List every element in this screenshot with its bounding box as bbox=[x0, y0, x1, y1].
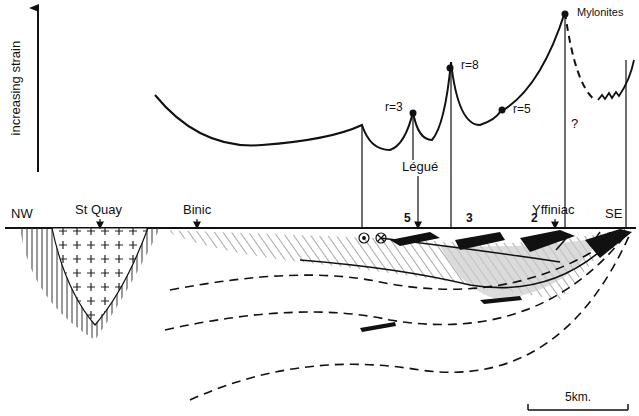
strain-axis bbox=[37, 8, 39, 172]
zone-label: Mylonites bbox=[577, 6, 623, 18]
motion-symbols bbox=[359, 233, 386, 243]
place-label: Binic bbox=[183, 203, 211, 217]
mylonite-marks bbox=[548, 231, 620, 250]
strain-curve-wiggle bbox=[598, 60, 634, 100]
scale-bar bbox=[528, 404, 628, 410]
scale-label: 5km. bbox=[564, 391, 592, 404]
granite-aureole bbox=[20, 228, 160, 340]
strain-curve bbox=[155, 12, 565, 150]
callout-number: 5 bbox=[404, 212, 411, 225]
query-mark: ? bbox=[571, 117, 578, 131]
strain-points bbox=[410, 11, 569, 117]
direction-label: NW bbox=[11, 207, 33, 221]
granite-body bbox=[52, 228, 148, 325]
strain-ratio: r=8 bbox=[461, 59, 479, 72]
location-arrows bbox=[97, 176, 558, 228]
drop-lines bbox=[362, 17, 626, 228]
place-label: Légué bbox=[401, 160, 439, 174]
shear-zones bbox=[360, 229, 632, 332]
strain-curve-dashed bbox=[565, 12, 595, 100]
schist-hatch bbox=[165, 230, 620, 300]
axis-label: increasing strain bbox=[9, 41, 23, 136]
strain-ratio: r=5 bbox=[513, 103, 531, 116]
strain-ratio: r=3 bbox=[385, 101, 403, 114]
structure-lines bbox=[165, 230, 630, 400]
place-label: St Quay bbox=[75, 203, 122, 217]
callout-number: 3 bbox=[466, 212, 473, 225]
callout-number: 2 bbox=[531, 212, 538, 225]
place-label: Yffiniac bbox=[532, 203, 574, 217]
direction-label: SE bbox=[605, 207, 622, 221]
